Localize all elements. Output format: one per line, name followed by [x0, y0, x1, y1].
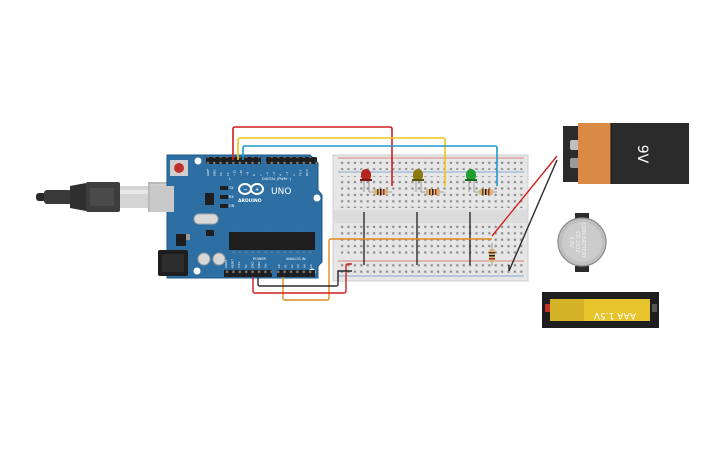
power-label: POWER — [253, 257, 267, 261]
pin-label: IOREF — [224, 259, 228, 268]
pin-label: 2 — [292, 174, 296, 176]
pin-label: A4 — [303, 264, 307, 268]
analog-label: ANALOG IN — [286, 257, 306, 261]
pin-label: A0 — [277, 264, 281, 268]
led-yellow[interactable] — [412, 169, 424, 192]
pin-label: GND — [257, 262, 261, 268]
rx-label: RX — [229, 195, 234, 199]
capacitor — [212, 252, 226, 266]
resistor-4[interactable] — [489, 243, 495, 266]
pin-label: A5 — [309, 264, 313, 268]
brand-label: ARDUINO — [238, 198, 262, 204]
pin-label: 12 — [226, 172, 230, 176]
digital-label: DIGITAL (PWM~) — [262, 177, 292, 181]
mount-hole — [194, 157, 202, 165]
svg-text:+: + — [255, 187, 259, 193]
resistor-1[interactable] — [369, 189, 392, 195]
tx-label: TX — [228, 186, 234, 190]
l-label: L — [229, 177, 231, 181]
small-chip — [205, 193, 214, 205]
svg-text:−: − — [243, 187, 247, 193]
model-label: UNO — [271, 187, 291, 197]
coin-battery[interactable]: COIN BATTERY CR 2032 3.0V — [557, 213, 607, 272]
pin-label: ~9 — [246, 172, 250, 176]
pin-label: A3 — [296, 264, 300, 268]
pin-label: GND — [250, 262, 254, 268]
pin-label: ~10 — [239, 170, 243, 176]
resistor-2[interactable] — [421, 189, 444, 195]
battery-aaa[interactable]: AAA 1.5V — [542, 292, 659, 328]
capacitor — [197, 252, 211, 266]
pin-label: RESET — [231, 259, 235, 268]
pin-label: RX 0 — [305, 169, 309, 176]
pin-label: AREF — [206, 168, 210, 176]
power-jack — [158, 250, 188, 276]
mount-hole — [313, 194, 321, 202]
pin-label: A2 — [290, 264, 294, 268]
mount-hole — [193, 267, 201, 275]
pin-label: Vin — [264, 263, 268, 268]
pin-label: ~6 — [265, 172, 269, 176]
pin-label: 3.3V — [237, 262, 241, 268]
pin-label: ~11 — [232, 170, 236, 176]
wire-blue-top[interactable] — [242, 145, 498, 186]
battery-aaa-label: AAA 1.5V — [593, 310, 636, 320]
pin-label: A1 — [283, 264, 287, 268]
atmega-chip — [229, 229, 315, 253]
wire-black-bottom[interactable] — [257, 270, 352, 287]
coin-line2: CR 2032 — [574, 231, 580, 252]
coin-line3: 3.0V — [568, 236, 574, 248]
led-red[interactable] — [360, 169, 372, 192]
wire-red-bottom[interactable] — [252, 263, 352, 294]
on-label: ON — [229, 204, 235, 208]
led-green[interactable] — [465, 169, 477, 192]
crystal — [193, 213, 219, 225]
wire-black-battery[interactable] — [508, 159, 558, 272]
wire-yellow-top[interactable] — [237, 137, 446, 186]
pin-label: 5V — [244, 264, 248, 268]
reset-button[interactable] — [170, 160, 188, 176]
battery-9v-label: 9V — [634, 145, 650, 164]
resistor-3[interactable] — [474, 189, 497, 195]
regulator — [176, 234, 186, 246]
pin-label: TX 1 — [298, 169, 302, 177]
wire-red-battery[interactable] — [491, 155, 558, 237]
wire-red-top[interactable] — [232, 126, 393, 186]
pin-label: 8 — [252, 174, 256, 176]
pin-label: 13 — [219, 172, 223, 176]
pin-label: ~5 — [272, 172, 276, 176]
pin-label: GND — [213, 170, 217, 176]
coin-line1: COIN BATTERY — [580, 222, 586, 259]
pin-label: 7 — [259, 174, 263, 176]
wire-orange-bottom[interactable] — [282, 238, 492, 301]
arduino-logo-icon: − + — [238, 183, 264, 195]
usb-jack — [150, 186, 174, 212]
battery-9v[interactable]: 9V — [563, 123, 689, 184]
pin-label: ~3 — [285, 172, 289, 176]
pin-label: 4 — [279, 174, 283, 176]
